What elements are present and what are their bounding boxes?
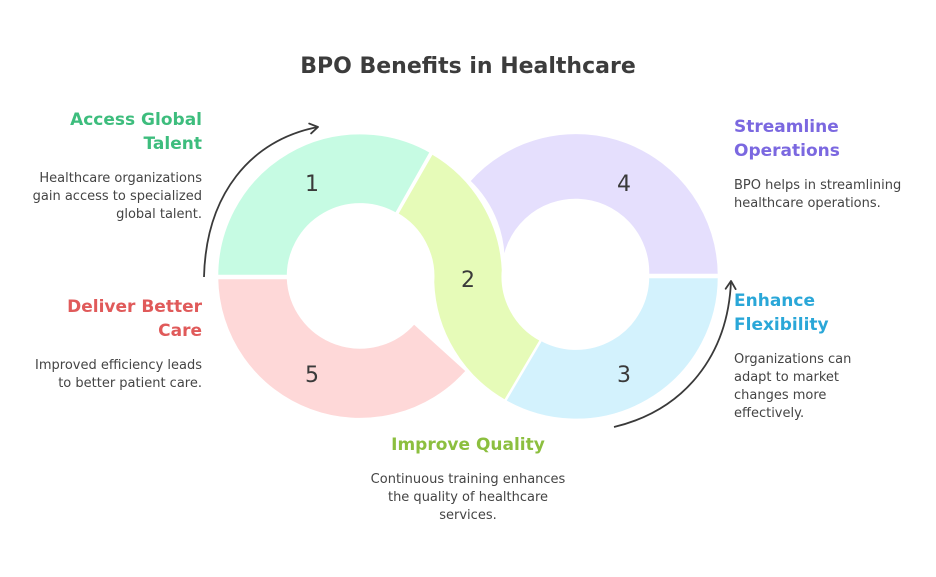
segment-2-number: 2	[461, 268, 475, 293]
benefit-heading-3: Enhance Flexibility	[734, 291, 829, 335]
diagram-title: BPO Benefits in Healthcare	[300, 54, 636, 79]
segment-5-number: 5	[305, 363, 319, 388]
benefit-heading-4: Streamline Operations	[734, 117, 840, 161]
benefit-heading-1: Access Global Talent	[70, 110, 202, 154]
right-ring-hole	[504, 204, 648, 348]
segment-1-access-global-talent	[215, 131, 433, 278]
segment-2-improve-quality	[395, 151, 543, 403]
curved-arrow-right-icon	[613, 280, 737, 428]
segment-3-number: 3	[617, 363, 631, 388]
benefit-description-3: Organizations can adapt to market change…	[734, 352, 852, 421]
benefit-description-2: Continuous training enhances the quality…	[370, 472, 566, 523]
benefit-description-4: BPO helps in streamlining healthcare ope…	[734, 178, 902, 211]
benefit-description-5: Improved efficiency leads to better pati…	[35, 358, 202, 391]
left-ring-hole	[289, 205, 431, 347]
benefit-block-5: Deliver Better Care Improved efficiency …	[30, 295, 202, 393]
benefit-block-1: Access Global Talent Healthcare organiza…	[30, 108, 202, 224]
benefit-block-4: Streamline Operations BPO helps in strea…	[734, 115, 914, 213]
benefit-description-1: Healthcare organizations gain access to …	[32, 171, 202, 222]
segment-4-number: 4	[617, 172, 631, 197]
segment-3-enhance-flexibility	[503, 275, 721, 422]
segment-5-deliver-better-care	[215, 276, 469, 421]
benefit-heading-2: Improve Quality	[391, 435, 545, 455]
benefit-block-3: Enhance Flexibility Organizations can ad…	[734, 289, 884, 423]
benefit-block-2: Improve Quality Continuous training enha…	[368, 433, 568, 525]
curved-arrow-left-icon	[203, 122, 319, 278]
segment-1-number: 1	[305, 172, 319, 197]
benefit-heading-5: Deliver Better Care	[67, 297, 202, 341]
